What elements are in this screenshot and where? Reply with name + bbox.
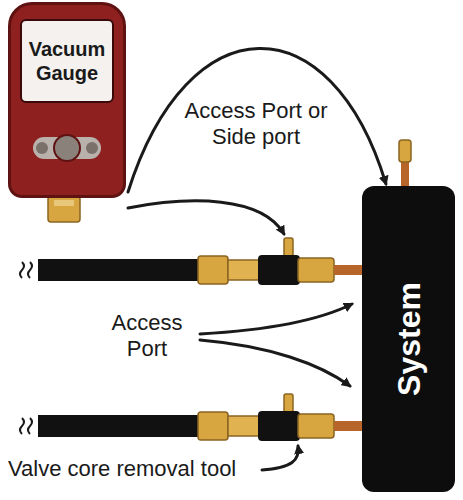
access-port (399, 140, 411, 186)
system-title: System (390, 282, 427, 396)
gauge-fitting (48, 196, 80, 222)
leader-lines (128, 201, 352, 470)
system-box: System (362, 186, 455, 492)
label-holder: Access Port (92, 310, 202, 362)
label-holder: Access Port or Side port (176, 98, 336, 150)
upper-hose-tool (20, 238, 364, 285)
port-label: Access Port (112, 310, 183, 361)
connector-arrow (128, 48, 386, 192)
label-holder: Valve core removal tool (8, 456, 298, 482)
gauge-buttons (11, 123, 123, 183)
port-label: Access Port or Side port (184, 98, 327, 149)
lower-hose-tool (20, 394, 364, 441)
vacuum-gauge: Vacuum Gauge (8, 2, 126, 198)
gauge-title: Vacuum Gauge (22, 37, 112, 85)
tool-label: Valve core removal tool (8, 456, 236, 481)
gauge-screen: Vacuum Gauge (20, 19, 114, 103)
